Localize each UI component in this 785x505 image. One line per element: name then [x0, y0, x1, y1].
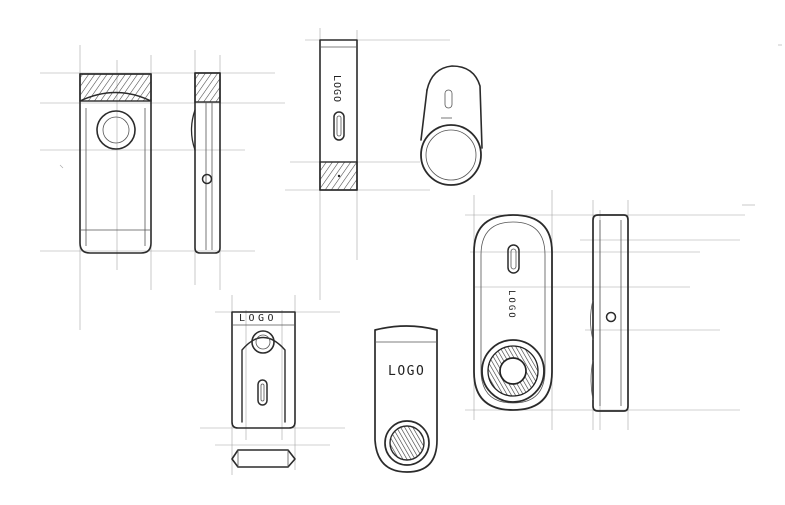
right-side-button [605, 311, 617, 323]
side-view-sketch [190, 50, 221, 290]
logo-text-large-front: LOGO [506, 290, 516, 320]
small-front-lens [251, 330, 275, 354]
side-button [201, 173, 213, 185]
cylinder-perspective-sketch [420, 65, 483, 186]
cylinder-end-outer [420, 124, 482, 186]
front-lens-outer [96, 110, 136, 150]
logo-text-small-front: LOGO [239, 313, 277, 324]
front-view-sketch [40, 45, 285, 330]
front-lens-inner [102, 116, 130, 144]
right-side-view-sketch [580, 200, 740, 430]
keyring-hole-outer [384, 420, 430, 466]
pill-slot-button [507, 244, 520, 274]
pill-lens-ring [481, 339, 545, 403]
pill-body [473, 214, 553, 411]
large-front-view-sketch: LOGO [465, 190, 755, 430]
small-front-view-sketch: LOGO [200, 295, 345, 475]
narrow-side-view-sketch: LOGO [285, 28, 450, 300]
small-front-slot [257, 379, 268, 406]
cylinder-end-inner [425, 129, 477, 181]
pill-lens-center [499, 357, 527, 385]
side-slot-button [333, 111, 345, 141]
logo-text-keyring: LOGO [388, 364, 425, 379]
logo-text-vertical: LOGO [331, 75, 342, 103]
keyring-view-sketch: LOGO [374, 325, 438, 473]
